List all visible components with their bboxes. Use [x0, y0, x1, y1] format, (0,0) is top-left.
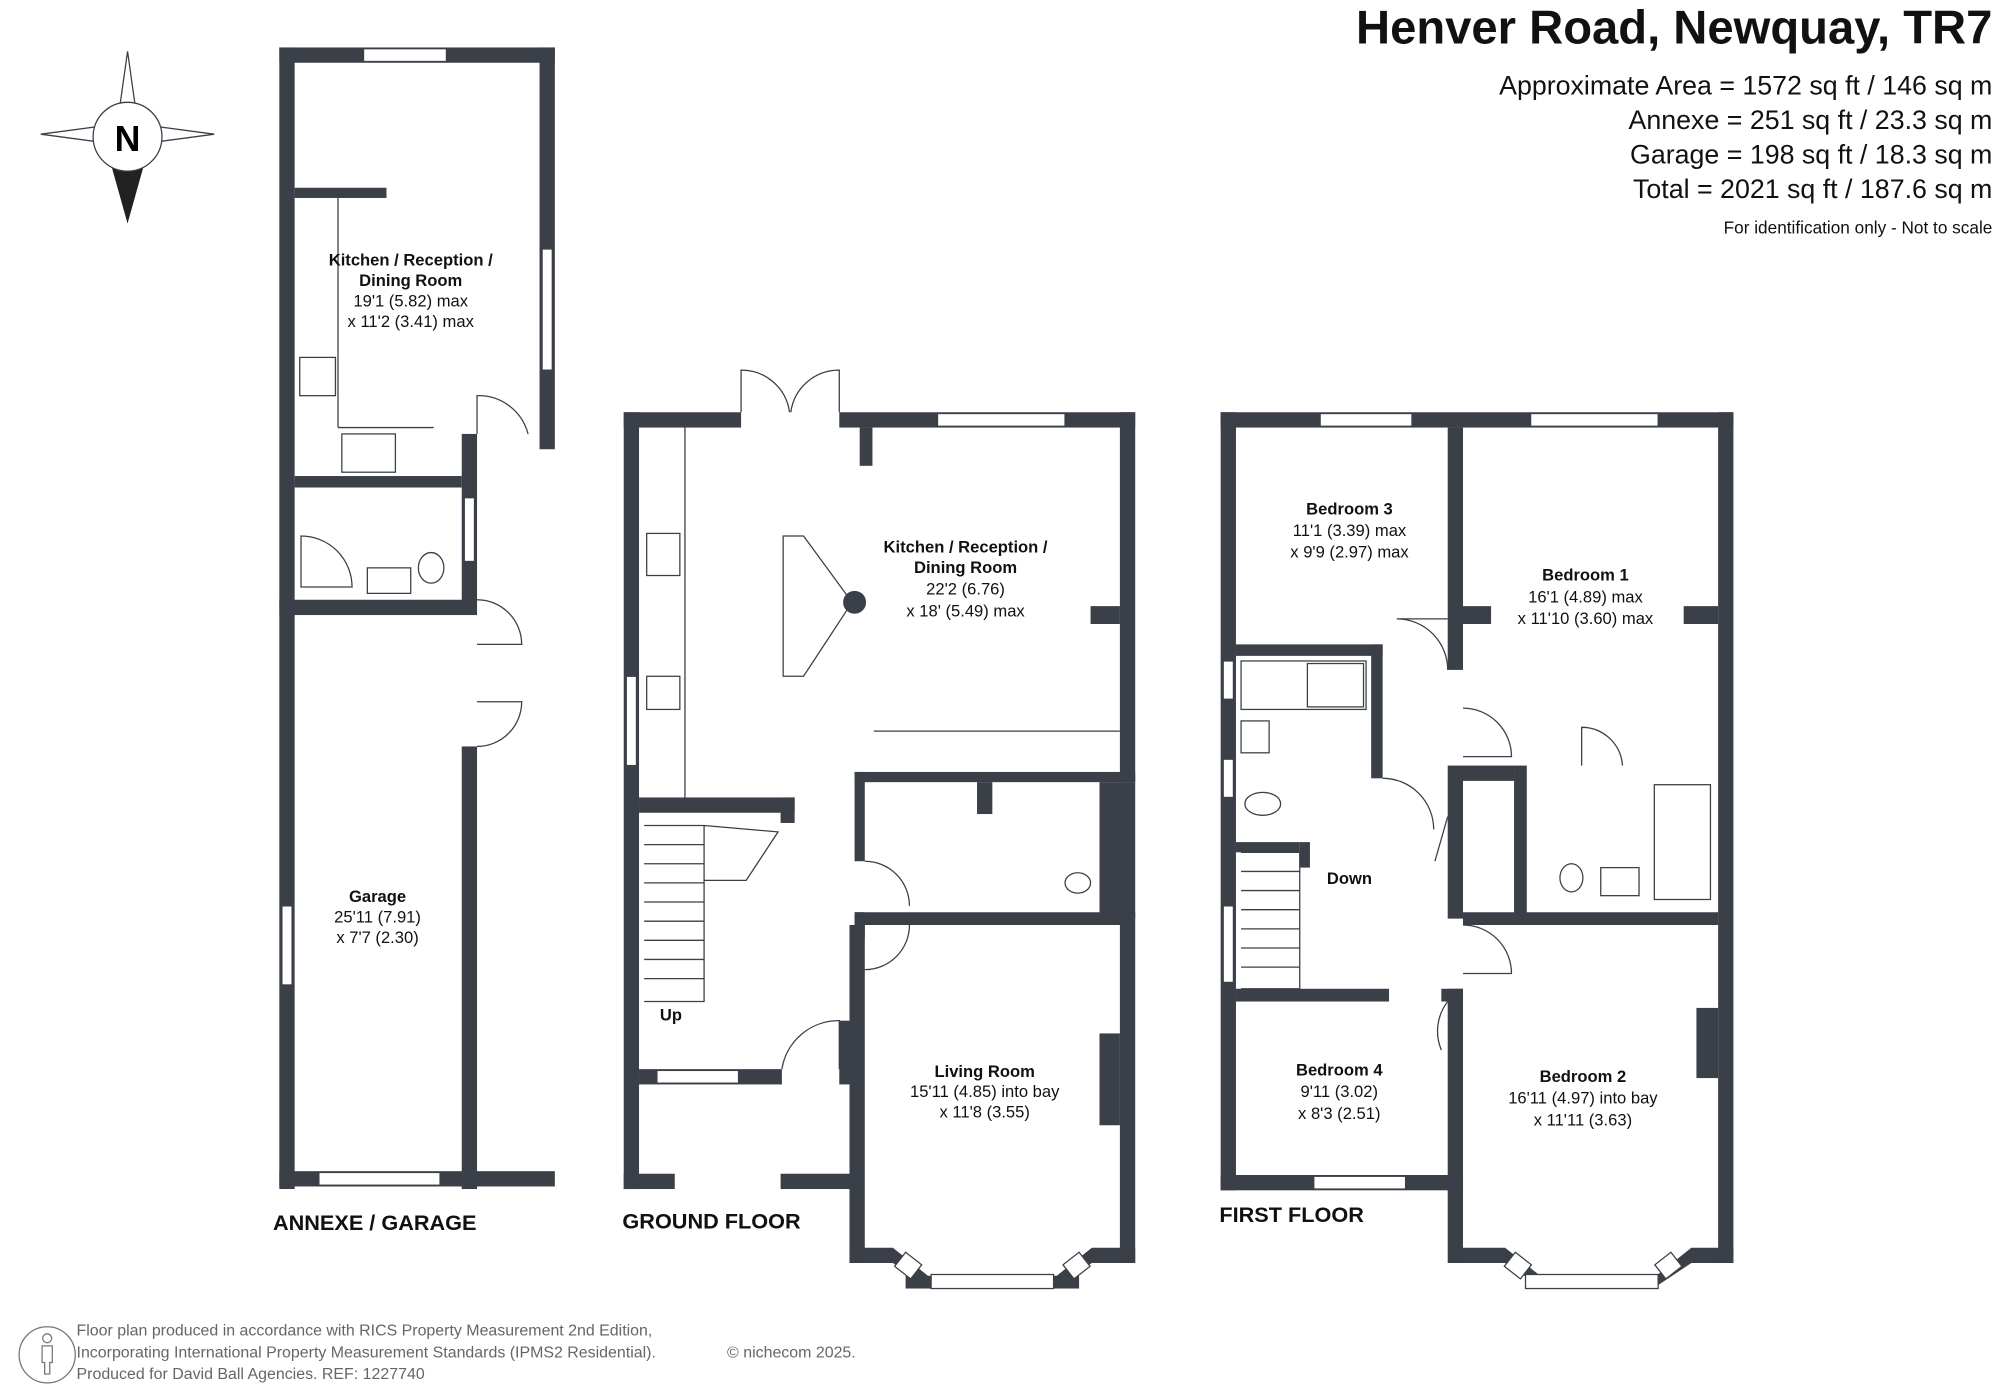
compass-icon: N: [40, 51, 215, 224]
annexe-kitchen-dim-1: 19'1 (5.82) max: [353, 291, 468, 310]
bedroom-1-dim-2: x 11'10 (3.60) max: [1518, 609, 1654, 628]
bedroom-3-name: Bedroom 3: [1306, 499, 1393, 518]
bedroom-1-name: Bedroom 1: [1542, 566, 1629, 585]
bedroom-2-name: Bedroom 2: [1540, 1067, 1627, 1086]
living-room-dim-2: x 11'8 (3.55): [939, 1103, 1029, 1122]
annexe-plan: Kitchen / Reception / Dining Room 19'1 (…: [273, 47, 555, 1235]
garage-name: Garage: [349, 887, 406, 906]
ground-kitchen-name-2: Dining Room: [914, 558, 1017, 577]
area-total: Total = 2021 sq ft / 187.6 sq m: [1633, 174, 1992, 204]
ground-floor-plan: Kitchen / Reception / Dining Room 22'2 (…: [622, 369, 1136, 1290]
living-room-name: Living Room: [934, 1062, 1034, 1081]
bedroom-2-dim-1: 16'11 (4.97) into bay: [1508, 1089, 1658, 1108]
living-room-dim-1: 15'11 (4.85) into bay: [910, 1082, 1060, 1101]
footer-line-1: Floor plan produced in accordance with R…: [77, 1323, 653, 1340]
bedroom-4-name: Bedroom 4: [1296, 1061, 1383, 1080]
disclaimer: For identification only - Not to scale: [1724, 218, 1993, 238]
copyright: © nichecom 2025.: [727, 1344, 856, 1361]
area-annexe: Annexe = 251 sq ft / 23.3 sq m: [1629, 105, 1993, 135]
area-approx: Approximate Area = 1572 sq ft / 146 sq m: [1499, 71, 1992, 101]
bedroom-4-dim-1: 9'11 (3.02): [1301, 1082, 1379, 1101]
property-title: Henver Road, Newquay, TR7: [1356, 2, 1992, 55]
annexe-kitchen-dim-2: x 11'2 (3.41) max: [348, 312, 475, 331]
area-garage: Garage = 198 sq ft / 18.3 sq m: [1630, 140, 1992, 170]
annexe-kitchen-name-2: Dining Room: [359, 271, 462, 290]
bedroom-3-dim-1: 11'1 (3.39) max: [1293, 521, 1407, 540]
ground-kitchen-dim-1: 22'2 (6.76): [926, 580, 1005, 599]
north-label: N: [115, 119, 141, 159]
ground-kitchen-dim-2: x 18' (5.49) max: [906, 601, 1025, 620]
ground-floor-label: GROUND FLOOR: [622, 1209, 801, 1234]
person-icon: [18, 1326, 76, 1384]
bedroom-3-dim-2: x 9'9 (2.97) max: [1290, 543, 1409, 562]
bedroom-1-dim-1: 16'1 (4.89) max: [1528, 587, 1643, 606]
annexe-kitchen-name-1: Kitchen / Reception /: [329, 251, 493, 270]
footer-line-3: Produced for David Ball Agencies. REF: 1…: [77, 1366, 425, 1383]
bedroom-4-dim-2: x 8'3 (2.51): [1298, 1104, 1380, 1123]
stairs-up-label: Up: [660, 1006, 682, 1025]
bedroom-2-dim-2: x 11'11 (3.63): [1534, 1110, 1632, 1129]
annexe-label: ANNEXE / GARAGE: [273, 1210, 477, 1235]
footer-line-2: Incorporating International Property Mea…: [77, 1344, 656, 1361]
garage-dim-1: 25'11 (7.91): [334, 907, 421, 926]
first-floor-plan: Bedroom 3 11'1 (3.39) max x 9'9 (2.97) m…: [1219, 412, 1734, 1290]
first-floor-label: FIRST FLOOR: [1219, 1202, 1364, 1227]
ground-kitchen-name-1: Kitchen / Reception /: [884, 538, 1048, 557]
garage-dim-2: x 7'7 (2.30): [336, 928, 418, 947]
footer: Floor plan produced in accordance with R…: [18, 1323, 856, 1384]
stairs-down-label: Down: [1327, 869, 1372, 888]
